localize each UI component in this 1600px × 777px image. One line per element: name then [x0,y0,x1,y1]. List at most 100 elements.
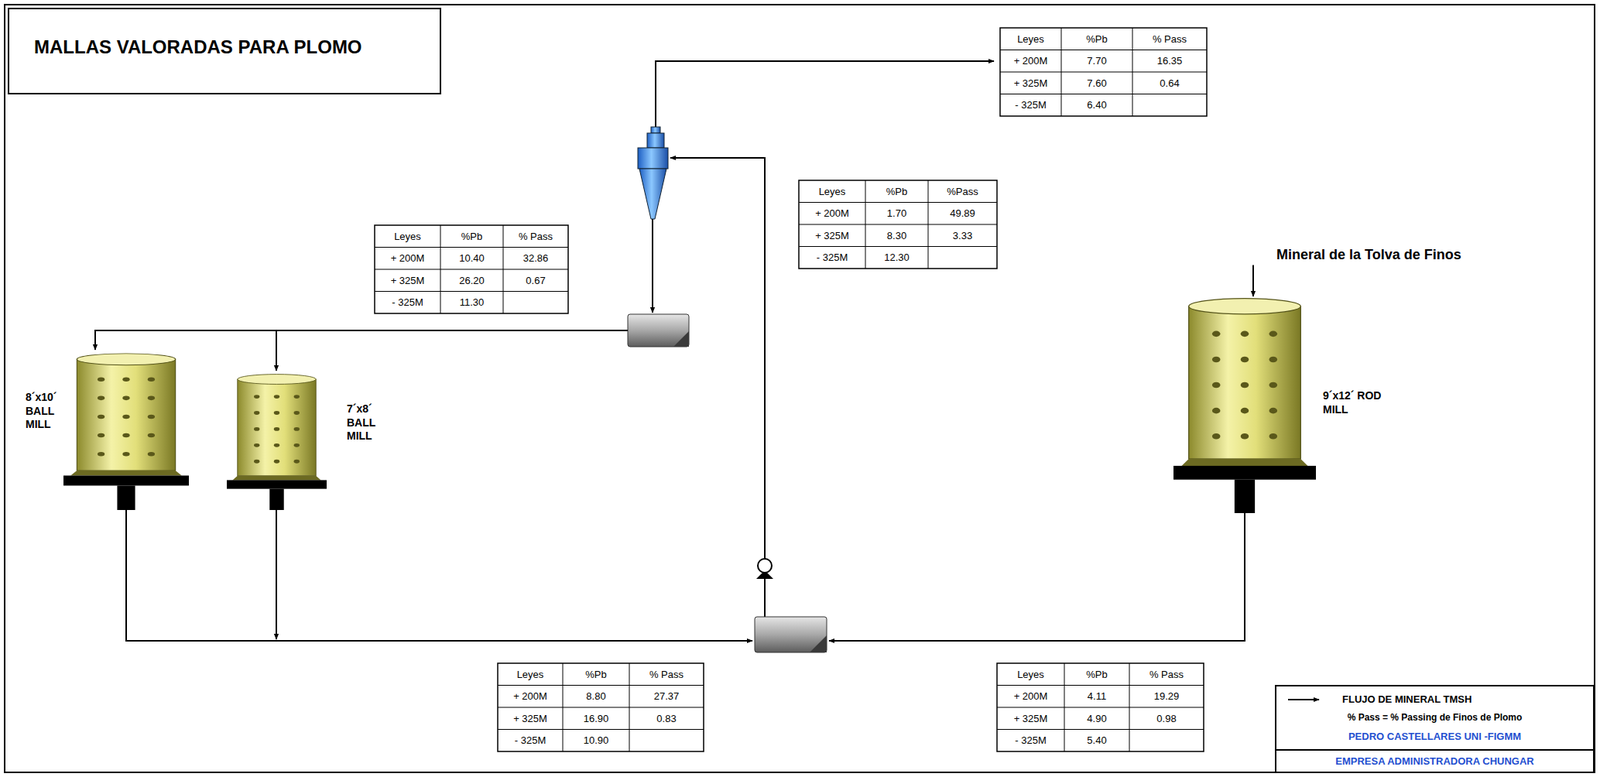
table-cell: 3.33 [928,224,998,247]
table-frame [798,180,998,269]
table-cell: 12.30 [865,246,929,270]
table-cell: + 325M [798,224,866,247]
table-cell: 7.60 [1061,71,1133,95]
table-cell: 16.35 [1132,50,1207,73]
table-cell: 16.90 [562,707,630,730]
table-rule [374,246,569,248]
table-rule [629,663,631,752]
table-rule [1000,93,1207,95]
table-cell: %Pb [865,180,929,203]
table-cell: 4.90 [1064,707,1130,730]
table-frame [497,663,704,752]
drawing-part [650,126,661,134]
table-rule [798,202,998,203]
table-cell: % Pass [1129,663,1204,686]
distributor-box [627,314,689,347]
table-cell: Leyes [497,663,563,686]
table-cell: + 200M [1000,50,1062,73]
ball-mill-drawing [226,374,327,511]
title-frame [8,8,441,94]
table-cell: + 325M [1000,71,1062,95]
table-frame [374,225,569,314]
mill-node: 9´x12´ ROD MILL [1188,296,1301,465]
rod-mill-drawing [1173,298,1316,514]
table-rule [1000,49,1207,51]
feed-label: Mineral de la Tolva de Finos [1276,246,1462,264]
table-rule [997,685,1204,686]
overflow-line [655,61,994,133]
legend-frame [1275,685,1594,773]
table-rule [1061,27,1063,117]
ball-mill-feed-line [275,330,278,371]
table-cell: 49.89 [928,202,998,226]
underflow-line [651,219,654,313]
table-rule [497,707,704,709]
table-cell: - 325M [1000,94,1062,117]
table-cell: Leyes [798,180,866,203]
table-cell: + 200M [798,202,866,226]
table-cell: % Pass [503,225,569,248]
outer-border [4,4,1595,773]
drawing-part [757,558,772,573]
table-cell: 4.11 [1064,685,1130,709]
table-grids [374,27,1207,752]
ball-mill-drawing [63,353,189,511]
rod-mill-discharge-line [829,513,1245,641]
legend-text: FLUJO DE MINERAL TMSH [1342,693,1472,706]
mill-label: 8´x10´ BALL MILL [25,390,71,432]
table-rule [1000,71,1207,73]
table-cell: 5.40 [1064,729,1130,753]
table-cell: + 325M [374,269,441,292]
table-cell: 7.70 [1061,50,1133,73]
ball-mill-discharge-line [275,510,278,640]
table-rule [497,729,704,730]
table-cell: 19.29 [1129,685,1204,709]
table-cell: + 325M [997,707,1065,730]
mill-node: 8´x10´ BALL MILL [76,352,176,469]
cyclone-feed-line [670,157,765,559]
table-rule [374,291,569,292]
table-cell: % Pass [629,663,704,686]
table-cell: - 325M [497,729,563,753]
legend-separator [1275,749,1594,751]
table-cell: Leyes [1000,27,1062,51]
table-rule [997,707,1204,709]
table-rule [440,225,442,314]
mill-node: 7´x8´ BALL MILL [237,373,316,470]
table-cell: 0.64 [1132,71,1207,95]
mill-label: 7´x8´ BALL MILL [346,402,392,444]
legend-note: PEDRO CASTELLARES UNI -FIGMM [1275,730,1594,743]
hydrocyclone [637,126,669,220]
ball-mill-feed-line [95,330,628,350]
table-cell: %Pb [562,663,630,686]
table-rule [798,246,998,247]
table-cell: %Pb [1061,27,1133,51]
table-cell: %Pb [1064,663,1130,686]
table-cell: 26.20 [440,269,504,292]
feed-source: Mineral de la Tolva de Finos [1242,246,1467,264]
table-cell: + 325M [497,707,563,730]
drawing-part [809,635,827,653]
table-cell: 27.37 [629,685,704,709]
table-rule [798,224,998,226]
table-frame [997,663,1204,752]
mill-label: 9´x12´ ROD MILL [1322,389,1387,417]
table-rule [374,269,569,271]
flow-arrow [1252,265,1254,298]
flow-lines [95,61,1245,641]
table-rule [497,685,704,686]
table-cell: %Pb [440,225,504,248]
table-cell: 11.30 [440,291,504,315]
legend-line-sample [1286,695,1327,705]
pump-suction-line [764,579,766,617]
legend-arrow [1288,698,1320,701]
sump-box [754,616,827,653]
table-rule [1132,27,1134,117]
table-cell: Leyes [997,663,1065,686]
legend-entry: FLUJO DE MINERAL TMSH [1286,693,1472,706]
table-cell: 1.70 [865,202,929,226]
table-rule [1129,663,1131,752]
table-cell: 32.86 [503,247,569,271]
